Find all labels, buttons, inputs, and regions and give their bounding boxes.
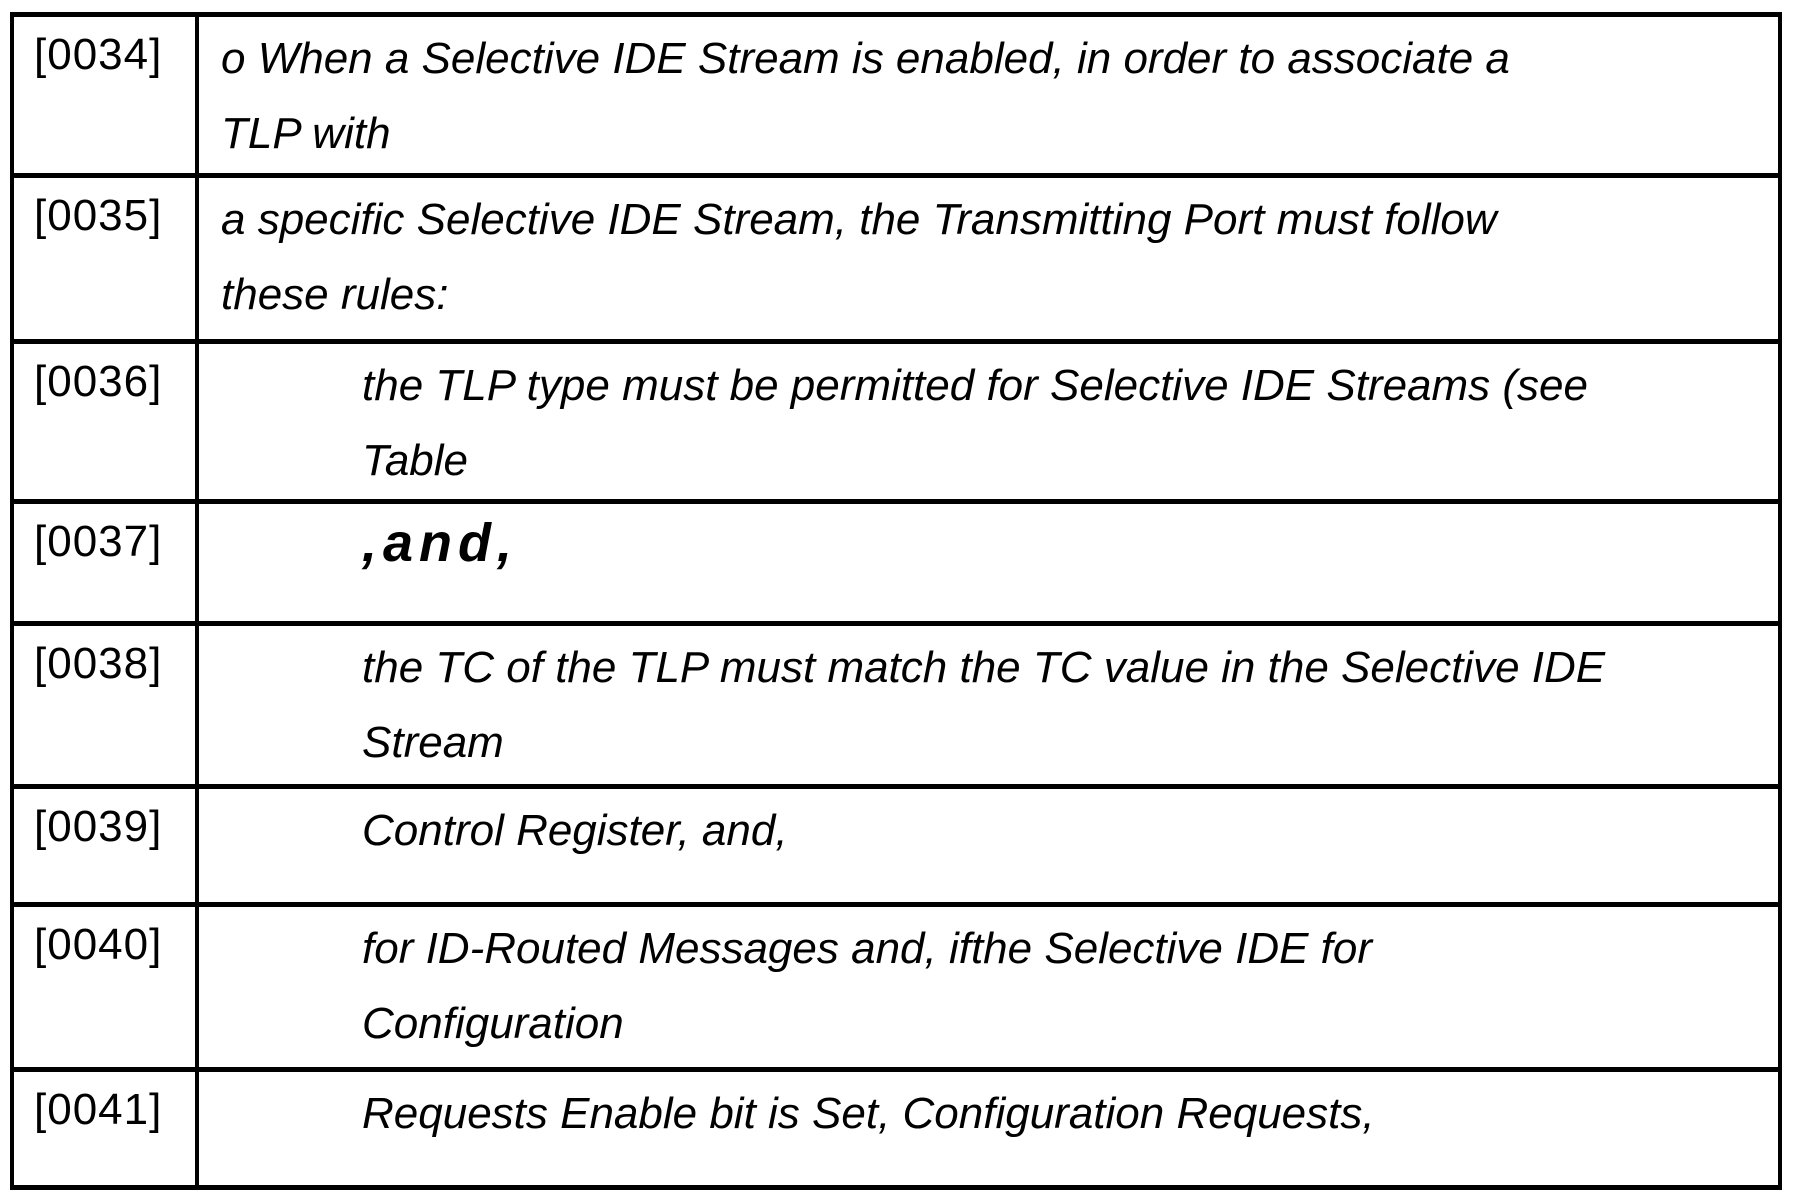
paragraph-number-cell: [0039] [10, 784, 199, 907]
paragraph-number: [0041] [34, 1085, 163, 1134]
paragraph-rows: [0034] o When a Selective IDE Stream is e… [10, 12, 1782, 1190]
paragraph-number: [0039] [34, 802, 163, 851]
table-row: [0036] the TLP type must be permitted for… [10, 339, 1782, 504]
paragraph-text-line: Configuration [362, 999, 624, 1048]
patent-paragraph-table: [0034] o When a Selective IDE Stream is e… [10, 12, 1782, 1190]
table-row: [0037] ,and, [10, 499, 1782, 626]
paragraph-text-cell: the TC of the TLP must match the TC valu… [195, 621, 1782, 789]
paragraph-text-line: the TLP type must be permitted for Selec… [362, 361, 1588, 410]
paragraph-text-cell: for ID-Routed Messages and, ifthe Select… [195, 902, 1782, 1072]
table-row: [0035] a specific Selective IDE Stream, t… [10, 173, 1782, 344]
table-row: [0038] the TC of the TLP must match the T… [10, 621, 1782, 789]
paragraph-number-cell: [0040] [10, 902, 199, 1072]
paragraph-text-line: the TC of the TLP must match the TC valu… [362, 643, 1606, 692]
table-row: [0040] for ID-Routed Messages and, ifthe … [10, 902, 1782, 1072]
paragraph-text-line: ,and, [362, 513, 519, 573]
paragraph-text-cell: Requests Enable bit is Set, Configuratio… [195, 1067, 1782, 1190]
table-row: [0034] o When a Selective IDE Stream is e… [10, 12, 1782, 178]
paragraph-text-cell: ,and, [195, 499, 1782, 626]
paragraph-text-line: for ID-Routed Messages and, ifthe Select… [362, 924, 1373, 973]
paragraph-text-line: Stream [362, 718, 504, 767]
paragraph-number: [0034] [34, 30, 163, 79]
paragraph-text-line: Requests Enable bit is Set, Configuratio… [362, 1089, 1375, 1138]
paragraph-text-cell: the TLP type must be permitted for Selec… [195, 339, 1782, 504]
paragraph-number-cell: [0038] [10, 621, 199, 789]
paragraph-number: [0036] [34, 357, 163, 406]
paragraph-number: [0040] [34, 920, 163, 969]
paragraph-text-line: these rules: [221, 270, 449, 319]
paragraph-number: [0038] [34, 639, 163, 688]
paragraph-number-cell: [0035] [10, 173, 199, 344]
paragraph-text-line: Control Register, and, [362, 806, 788, 855]
paragraph-text-line: o When a Selective IDE Stream is enabled… [221, 34, 1510, 83]
table-row: [0039] Control Register, and, [10, 784, 1782, 907]
paragraph-text-cell: o When a Selective IDE Stream is enabled… [195, 12, 1782, 178]
table-row: [0041] Requests Enable bit is Set, Config… [10, 1067, 1782, 1190]
paragraph-text-line: TLP with [221, 109, 391, 158]
paragraph-number-cell: [0036] [10, 339, 199, 504]
paragraph-text-line: Table [362, 436, 469, 485]
paragraph-number: [0037] [34, 517, 163, 566]
paragraph-text-cell: a specific Selective IDE Stream, the Tra… [195, 173, 1782, 344]
paragraph-text-line: a specific Selective IDE Stream, the Tra… [221, 195, 1497, 244]
paragraph-number-cell: [0041] [10, 1067, 199, 1190]
paragraph-number-cell: [0034] [10, 12, 199, 178]
paragraph-number-cell: [0037] [10, 499, 199, 626]
paragraph-number: [0035] [34, 191, 163, 240]
paragraph-text-cell: Control Register, and, [195, 784, 1782, 907]
